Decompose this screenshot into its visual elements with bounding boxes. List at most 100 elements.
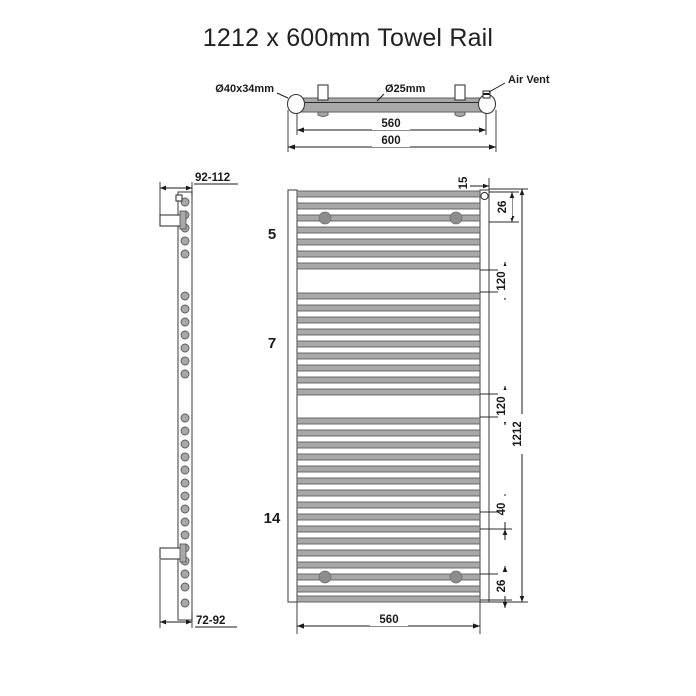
wall-bracket-top: [159, 214, 183, 227]
dim-front-width-560: 560: [379, 614, 398, 626]
side-bar-end: [180, 478, 190, 488]
rail-bar: [296, 190, 481, 198]
side-bar-end: [180, 426, 190, 436]
rail-bar: [296, 465, 481, 473]
side-bar-end: [180, 517, 190, 527]
left-end-cap: [286, 93, 306, 115]
dim-26-top-bg: [499, 198, 512, 218]
page-title: 1212 x 600mm Towel Rail: [202, 24, 494, 52]
rail-bar: [296, 304, 481, 312]
bracket-cap-top: [175, 194, 183, 202]
dim-gap-upper-120: 120: [496, 271, 508, 290]
bracket-nub-right: [454, 111, 466, 117]
rail-bar: [296, 537, 481, 545]
rail-bar: [296, 417, 481, 425]
group-label-top: 5: [268, 226, 276, 243]
dim-26-bottom-bg: [498, 572, 512, 596]
arrow-bottom-560-left: [297, 623, 304, 629]
arrow-40-b: [502, 529, 508, 535]
arrow-72-92-left: [160, 619, 166, 625]
side-bar-end: [180, 343, 190, 353]
air-vent-slot: [483, 93, 490, 95]
leader-tube: [376, 93, 385, 102]
rail-bar: [296, 441, 481, 449]
dim-depth-bottom: 72-92: [196, 615, 225, 627]
mount-dot-bottom-right: [449, 570, 463, 584]
arrow-560-right: [479, 127, 486, 133]
rail-bar: [296, 202, 481, 210]
side-bar-end: [180, 465, 190, 475]
arrow-1212-bottom: [519, 596, 525, 602]
mount-dot-top-right: [449, 211, 463, 225]
rail-bar: [296, 429, 481, 437]
dim-40-bg: [498, 496, 512, 522]
side-bar-end: [180, 569, 190, 579]
rail-bar: [296, 238, 481, 246]
side-bar-end: [180, 413, 190, 423]
rail-bar: [296, 292, 481, 300]
bracket-tab-left: [317, 84, 329, 101]
side-bar-end: [180, 491, 190, 501]
front-air-vent: [480, 191, 489, 201]
front-right-post: [479, 189, 490, 603]
rail-bar: [296, 453, 481, 461]
label-end-cap: Ø40x34mm: [215, 83, 274, 95]
rail-bar: [296, 513, 481, 521]
rail-bar: [296, 376, 481, 384]
rail-bar: [296, 316, 481, 324]
rail-bar: [296, 214, 481, 222]
rail-bar: [296, 328, 481, 336]
arrow-15: [483, 183, 489, 189]
group-label-bottom: 14: [264, 510, 281, 527]
rail-bar: [296, 477, 481, 485]
bracket-nub-left: [317, 111, 329, 117]
side-bar-end: [180, 356, 190, 366]
dim-top-600: 600: [381, 135, 400, 147]
dim-top-cap-15: 15: [458, 176, 470, 189]
rail-bar: [296, 340, 481, 348]
dim-1212-bg: [514, 414, 529, 454]
arrow-560-left: [297, 127, 304, 133]
bracket-tab-right: [454, 84, 466, 101]
dim-bottom-560-bg: [370, 612, 408, 626]
dim-top-560: 560: [381, 118, 400, 130]
dim-120-upper-bg: [498, 266, 512, 298]
rail-bar: [296, 561, 481, 569]
side-view-post: [177, 191, 193, 621]
rail-bar: [296, 262, 481, 270]
rail-bar: [296, 573, 481, 581]
top-view-group: Ø40x34mm Ø25mm Air Vent 560 600: [215, 74, 550, 152]
arrow-92-112-left: [160, 185, 166, 191]
dim-gap-lower-120: 120: [496, 396, 508, 415]
arrow-26-bottom-a: [502, 566, 508, 572]
rail-bar: [296, 250, 481, 258]
label-air-vent: Air Vent: [508, 74, 550, 86]
arrow-72-92-right: [186, 619, 192, 625]
mount-dot-top-left: [318, 211, 332, 225]
arrow-26-bottom-b: [502, 602, 508, 608]
bracket-stem-top: [179, 210, 187, 230]
side-view-group: 92-112 72-92: [159, 172, 238, 628]
rail-bar: [296, 525, 481, 533]
dim-bottom-offset-26: 26: [496, 580, 508, 593]
leader-air-vent: [488, 82, 506, 93]
rail-bar: [296, 226, 481, 234]
side-bar-end: [180, 330, 190, 340]
dim-120-lower-bg: [498, 390, 512, 422]
rail-bar: [296, 549, 481, 557]
dim-560-bg: [372, 116, 410, 130]
side-bar-end: [180, 304, 190, 314]
rail-bar: [296, 352, 481, 360]
dim-depth-top: 92-112: [195, 172, 230, 184]
arrow-bottom-560-right: [473, 623, 480, 629]
side-bar-end: [180, 582, 190, 592]
side-bar-end: [180, 317, 190, 327]
rail-bar: [296, 501, 481, 509]
dim-top-offset-26: 26: [497, 201, 509, 214]
front-view-group: 5 7 14 15 26 120: [264, 176, 529, 634]
side-bar-end: [180, 504, 190, 514]
front-left-post: [287, 189, 298, 603]
arrow-92-112-right: [186, 185, 192, 191]
